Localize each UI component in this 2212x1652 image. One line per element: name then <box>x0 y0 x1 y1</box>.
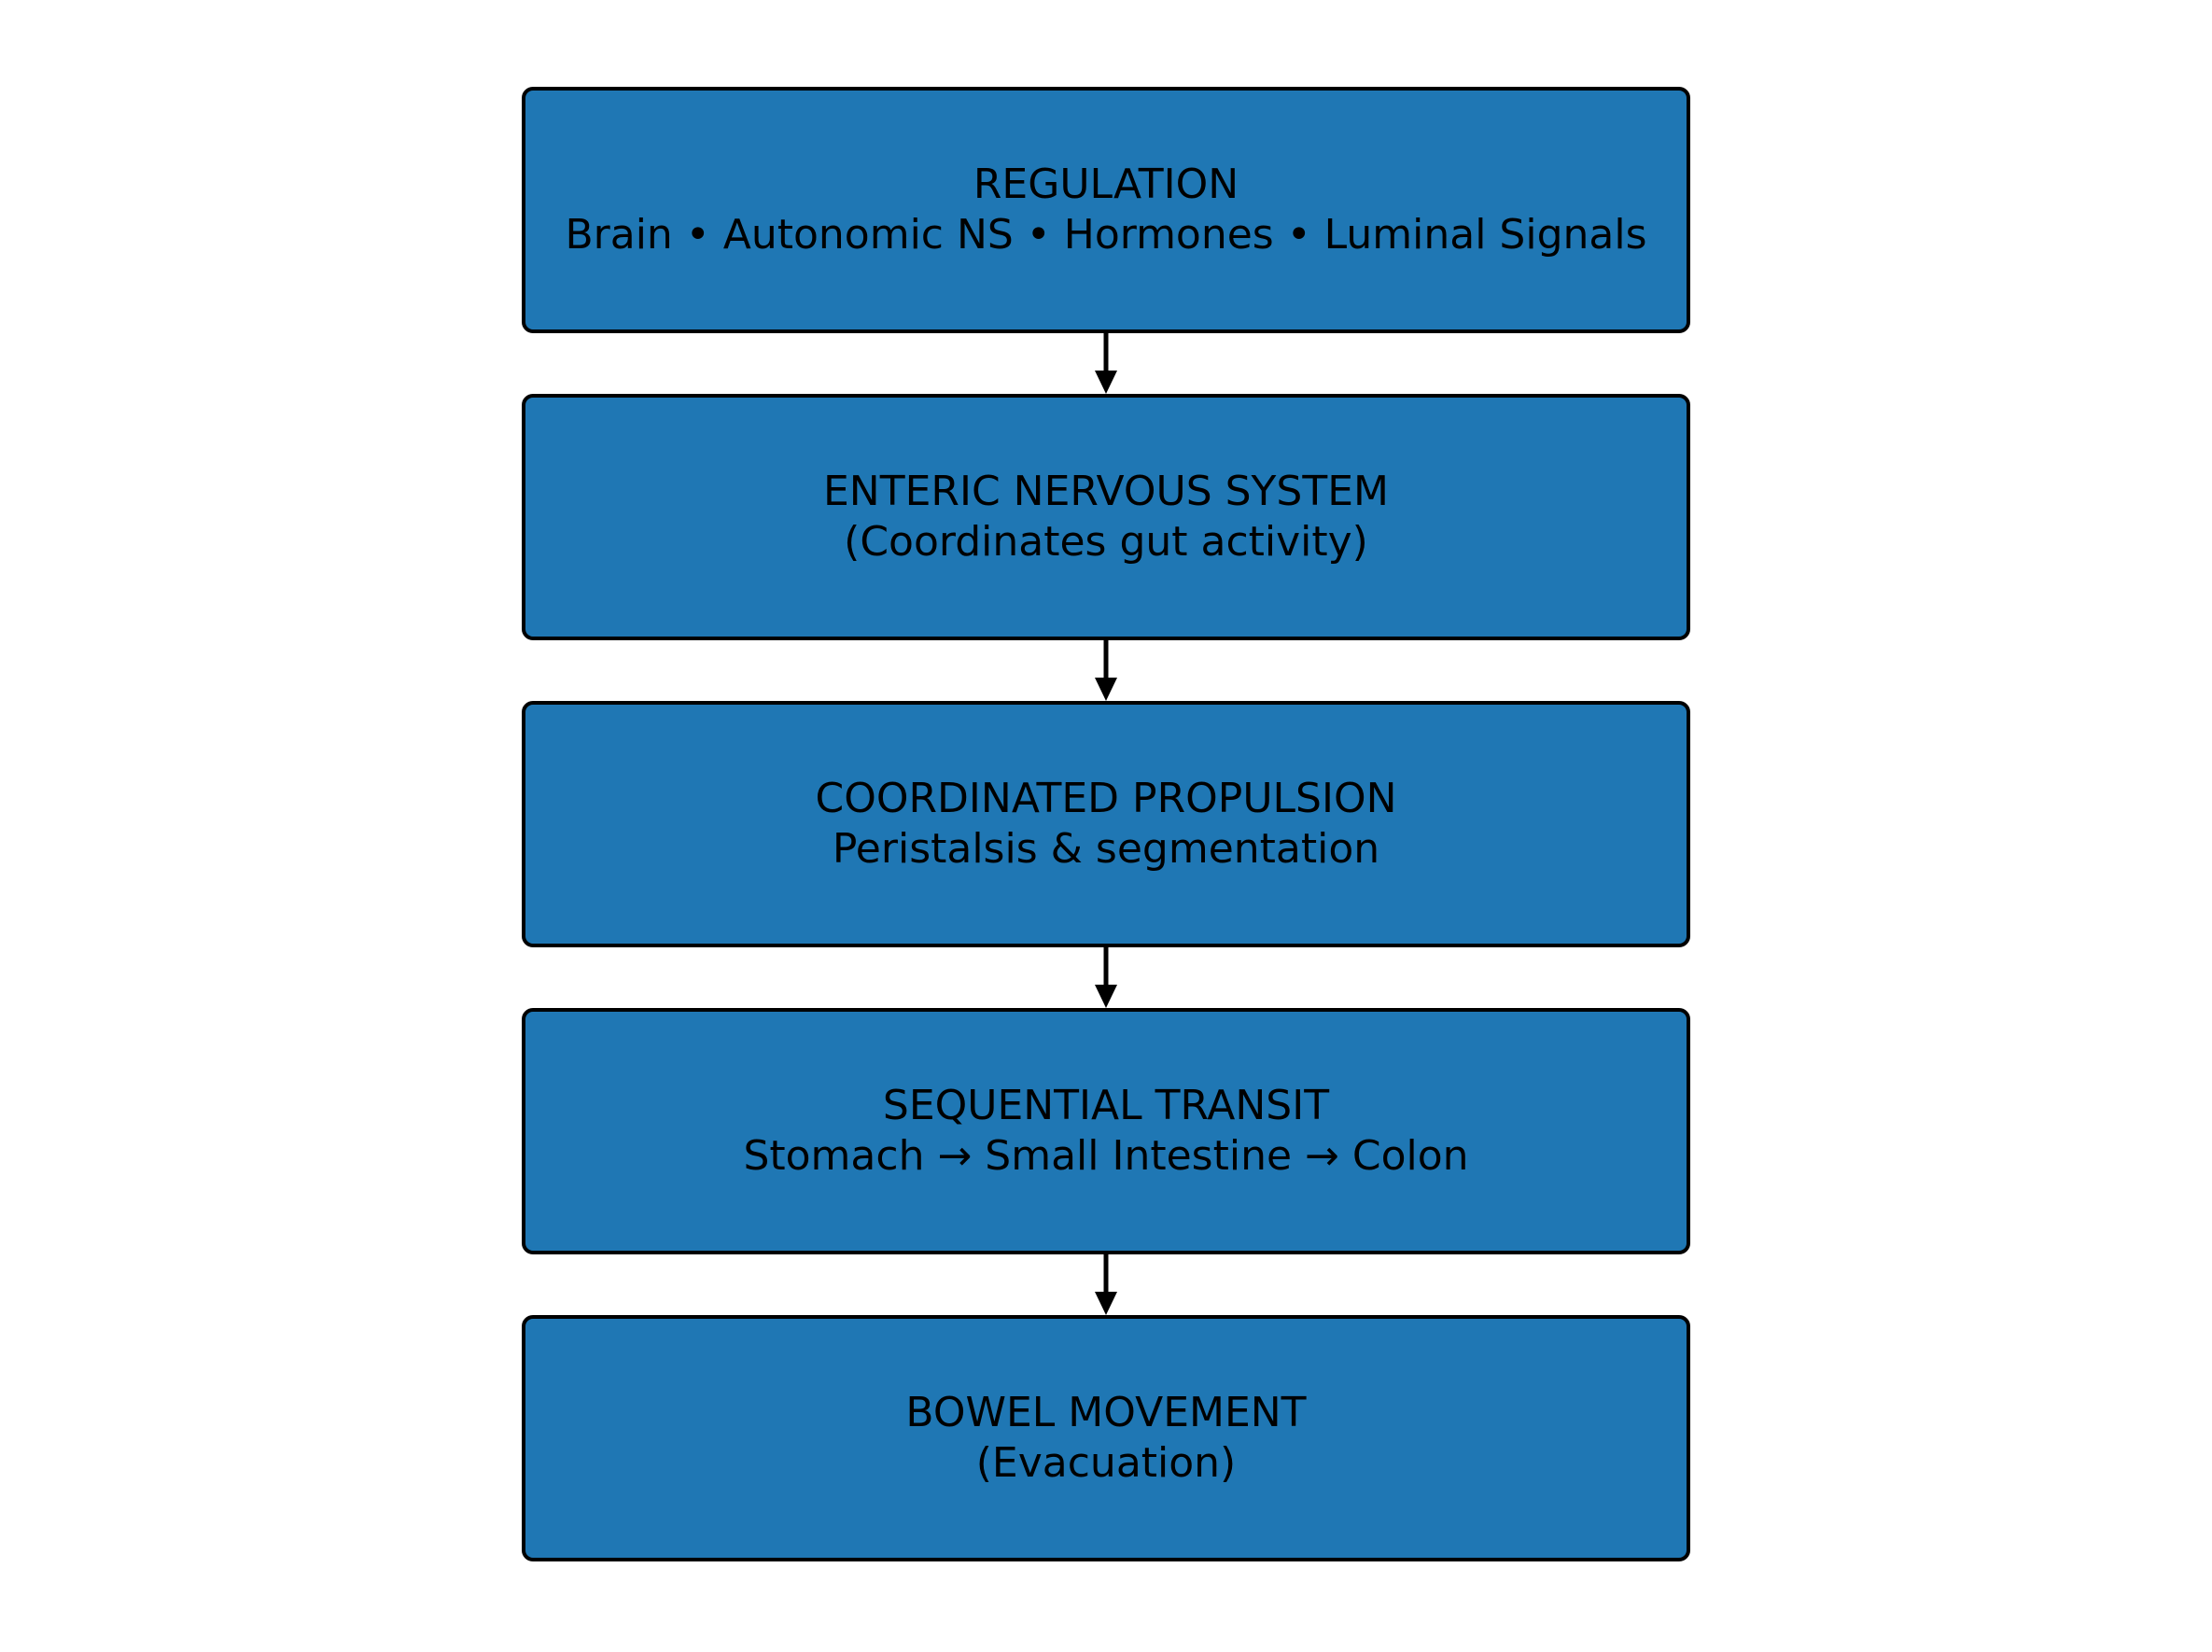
connector-2 <box>1092 640 1120 701</box>
connector-4 <box>1092 1254 1120 1315</box>
connector-1 <box>1092 333 1120 394</box>
flowchart-stack: REGULATION Brain • Autonomic NS • Hormon… <box>0 87 2212 1561</box>
box-title: COORDINATED PROPULSION <box>815 775 1397 823</box>
down-arrow-icon <box>1095 640 1117 701</box>
box-title: REGULATION <box>973 161 1239 209</box>
down-arrow-icon <box>1095 1254 1117 1315</box>
box-subtitle: Stomach → Small Intestine → Colon <box>743 1132 1469 1180</box>
flow-box-enteric-nervous-system: ENTERIC NERVOUS SYSTEM (Coordinates gut … <box>522 394 1690 640</box>
box-subtitle: (Evacuation) <box>975 1439 1237 1487</box>
box-subtitle: (Coordinates gut activity) <box>844 518 1368 566</box>
box-title: ENTERIC NERVOUS SYSTEM <box>823 468 1389 516</box>
flow-box-bowel-movement: BOWEL MOVEMENT (Evacuation) <box>522 1315 1690 1561</box>
flow-box-coordinated-propulsion: COORDINATED PROPULSION Peristalsis & seg… <box>522 701 1690 947</box>
flow-box-regulation: REGULATION Brain • Autonomic NS • Hormon… <box>522 87 1690 333</box>
box-title: SEQUENTIAL TRANSIT <box>882 1082 1330 1130</box>
flow-box-sequential-transit: SEQUENTIAL TRANSIT Stomach → Small Intes… <box>522 1008 1690 1254</box>
box-title: BOWEL MOVEMENT <box>905 1389 1307 1437</box>
down-arrow-icon <box>1095 333 1117 394</box>
down-arrow-icon <box>1095 947 1117 1008</box>
box-subtitle: Peristalsis & segmentation <box>832 825 1380 873</box>
box-subtitle: Brain • Autonomic NS • Hormones • Lumina… <box>565 211 1647 259</box>
connector-3 <box>1092 947 1120 1008</box>
